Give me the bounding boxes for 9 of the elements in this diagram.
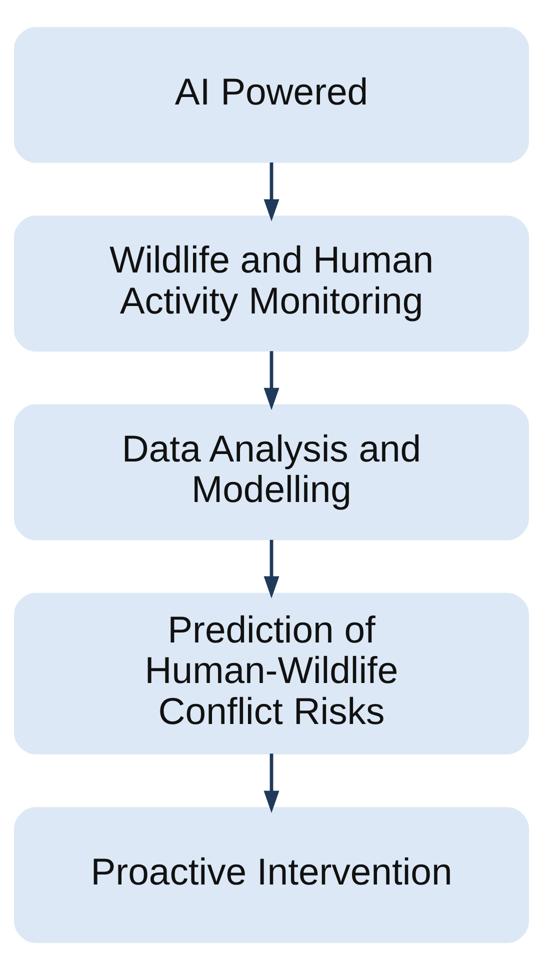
node-box: Proactive Intervention	[14, 806, 529, 943]
arrow	[264, 539, 280, 598]
node-box: Wildlife and Human Activity Monitoring	[14, 215, 529, 352]
node-box: AI Powered	[14, 26, 529, 162]
node-box: Prediction of Human-Wildlife Conflict Risks	[14, 592, 529, 754]
arrow	[264, 350, 280, 410]
node-box: Data Analysis and Modelling	[14, 404, 529, 540]
arrow	[264, 753, 280, 812]
arrow	[264, 162, 280, 221]
